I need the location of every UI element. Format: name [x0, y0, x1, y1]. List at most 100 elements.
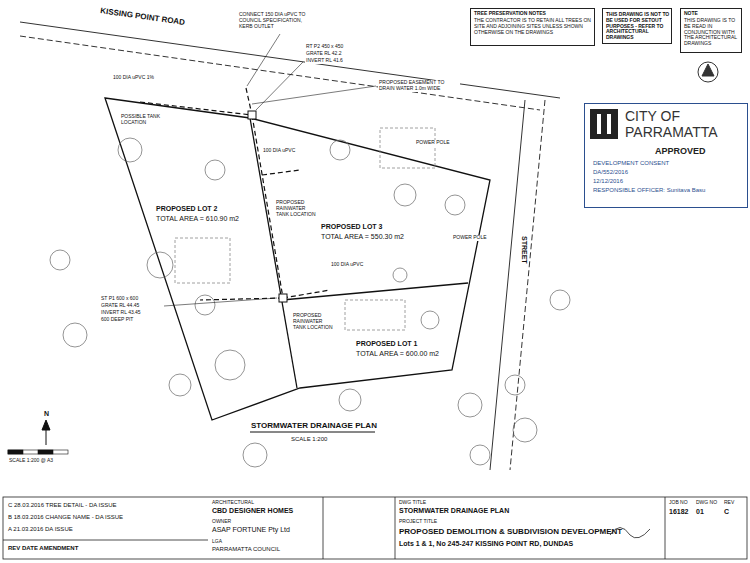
block-text: REV DATE AMENDMENT	[8, 545, 206, 552]
stormwater-pipe	[262, 170, 300, 175]
plan-label: TOTAL AREA = 600.00 m2	[355, 350, 440, 358]
block-text: CBD DESIGNER HOMES	[212, 507, 322, 515]
block-text: B 18.03.2016 CHANGE NAME - DA ISSUE	[8, 514, 206, 521]
tree	[458, 393, 482, 417]
tree	[147, 252, 173, 278]
block-text: DWG TITLE	[399, 500, 663, 506]
bar-scale	[38, 450, 53, 454]
plan-label: TOTAL AREA = 550.30 m2	[320, 233, 405, 241]
council-logo	[597, 114, 601, 134]
tree	[445, 195, 465, 215]
note-box: TREE PRESERVATION NOTESTHE CONTRACTOR IS…	[470, 8, 595, 46]
council-logo	[607, 114, 611, 134]
block-text: STORMWATER DRAINAGE PLAN	[399, 507, 663, 515]
title-block	[3, 540, 208, 541]
pit	[279, 294, 287, 302]
note-box: JOB NO16182DWG NO01REVC	[665, 497, 747, 559]
plan-label: GRATE RL 44.45	[100, 303, 140, 309]
block-text: THIS DRAWING IS NOT TO BE USED FOR SETOU…	[606, 12, 670, 41]
tree	[63, 323, 87, 347]
title-underline	[250, 432, 375, 433]
plan-label: PROPOSED LOT 2	[155, 205, 218, 213]
leader-line	[247, 34, 280, 86]
note-box: THIS DRAWING IS NOT TO BE USED FOR SETOU…	[602, 8, 672, 44]
tree	[513, 418, 537, 442]
block-text: PROJECT TITLE	[399, 519, 663, 525]
block-text: PROPOSED DEMOLITION & SUBDIVISION DEVELO…	[399, 527, 663, 536]
note-box: ARCHITECTURALCBD DESIGNER HOMESOWNERASAP…	[208, 497, 323, 559]
plan-label: 100 DIA uPVC 1%	[112, 75, 155, 81]
block-text: 01	[696, 508, 722, 516]
plan-label: TOTAL AREA = 610.90 m2	[155, 215, 240, 223]
plan-label: PROPOSED LOT 1	[355, 340, 418, 348]
bar-scale	[8, 450, 68, 454]
block-text: CITY OF PARRAMATTA	[625, 108, 743, 140]
tree	[205, 160, 225, 180]
title-block	[323, 497, 324, 559]
plan-label: 100 DIA uPVC	[330, 262, 364, 268]
plan-label: RT P2 450 x 450	[305, 44, 344, 50]
pit	[248, 111, 256, 119]
road-edge	[490, 100, 525, 470]
tree	[118, 138, 142, 162]
existing-building	[175, 238, 230, 283]
block-text: APPROVED	[655, 146, 745, 156]
plan-label: ST P1 600 x 600	[100, 296, 139, 302]
block-text: DA/552/2016	[593, 169, 743, 176]
existing-building	[345, 300, 405, 330]
tree	[195, 295, 215, 315]
block-text: PARRAMATTA COUNCIL	[212, 546, 322, 553]
title-block	[395, 497, 396, 559]
tree	[505, 375, 525, 395]
title-underline	[250, 432, 375, 433]
note-box: NOTETHIS DRAWING IS TO BE READ IN CONJUN…	[680, 8, 742, 53]
note-box: C 28.03.2016 TREE DETAIL - DA ISSUEB 18.…	[3, 497, 208, 559]
north-arrow	[42, 420, 50, 430]
lot-boundary	[105, 98, 490, 420]
tree	[215, 350, 245, 380]
council-logo	[590, 109, 618, 139]
tree	[50, 138, 570, 467]
title-block	[3, 497, 747, 559]
block-text: DEVELOPMENT CONSENT	[593, 160, 743, 167]
leader-line	[252, 86, 376, 104]
plan-label: POSSIBLE TANK LOCATION	[120, 114, 162, 126]
block-text: A 21.03.2016 DA ISSUE	[8, 526, 206, 533]
road-edge	[20, 36, 540, 110]
block-text: TREE PRESERVATION NOTES	[474, 11, 593, 17]
block-text: C	[724, 508, 746, 516]
plan-label: PROPOSED LOT 3	[320, 223, 383, 231]
plan-label: KISSING POINT ROAD	[99, 6, 187, 27]
north-arrow	[42, 420, 50, 445]
bar-scale	[8, 450, 23, 454]
lot-boundary	[282, 283, 468, 300]
leader-line	[164, 34, 376, 306]
council-logo	[590, 109, 618, 139]
tree	[330, 140, 350, 160]
consultant-logo	[698, 62, 718, 82]
lot-boundary	[250, 118, 297, 388]
lot-boundary	[105, 98, 490, 420]
plan-label: PROPOSED RAINWATER TANK LOCATION	[275, 200, 319, 217]
stormwater-pipe	[283, 290, 330, 298]
road-edge	[510, 100, 545, 470]
plan-label: PROPOSED RAINWATER TANK LOCATION	[292, 313, 336, 330]
plan-label: 600 DEEP PIT	[100, 317, 134, 323]
tree	[470, 445, 490, 465]
note-box: DWG TITLESTORMWATER DRAINAGE PLAN PROJECT…	[395, 497, 665, 559]
block-text: LGA	[212, 539, 322, 545]
plan-label: 100 DIA uPVC	[262, 148, 296, 154]
drawing-title: STORMWATER DRAINAGE PLAN	[250, 421, 378, 430]
plan-label: STREET	[520, 235, 528, 265]
consultant-logo	[698, 62, 718, 82]
leader-line	[164, 298, 277, 306]
plan-label: PROPOSED EASEMENT TO DRAIN WATER 1.0m WI…	[378, 80, 460, 92]
block-text: ASAP FORTUNE Pty Ltd	[212, 526, 322, 534]
plan-label: CONNECT 150 DIA uPVC TO COUNCIL SPECIFIC…	[238, 12, 312, 29]
plan-label: GRATE RL 42.2	[305, 51, 343, 57]
block-text: RESPONSIBLE OFFICER: Sunitava Basu	[593, 187, 743, 194]
block-text: DWG NO	[696, 500, 722, 506]
block-text: Lots 1 & 1, No 245-247 KISSING POINT RD,…	[399, 540, 663, 548]
block-text: NOTE	[684, 11, 740, 17]
